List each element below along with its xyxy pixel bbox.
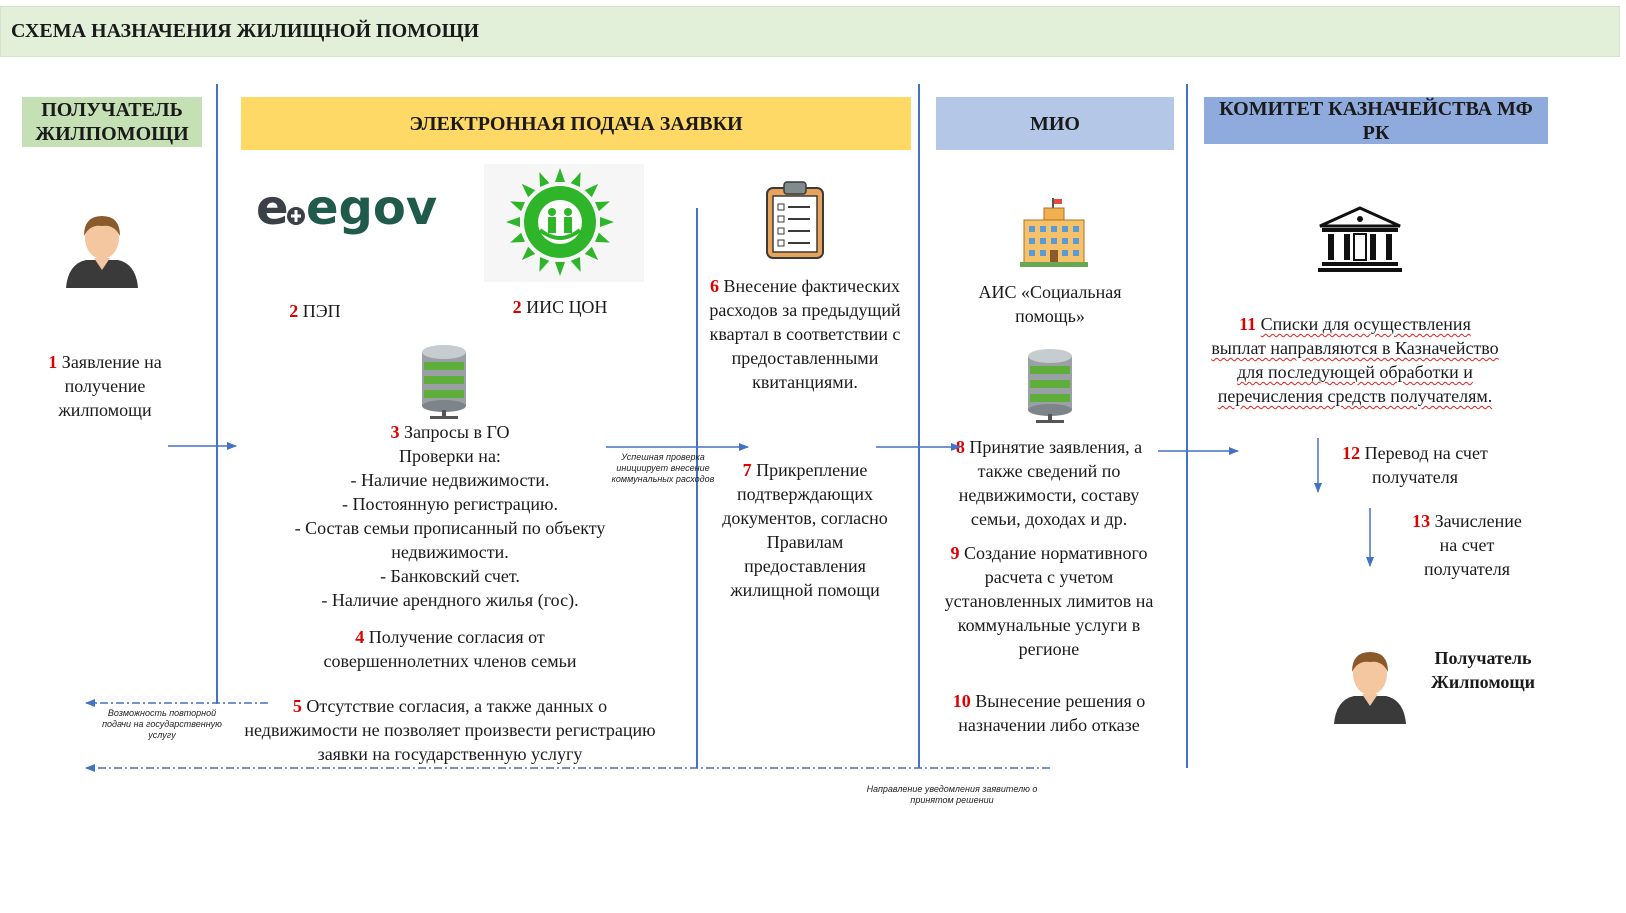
flow-arrows <box>0 0 1626 913</box>
